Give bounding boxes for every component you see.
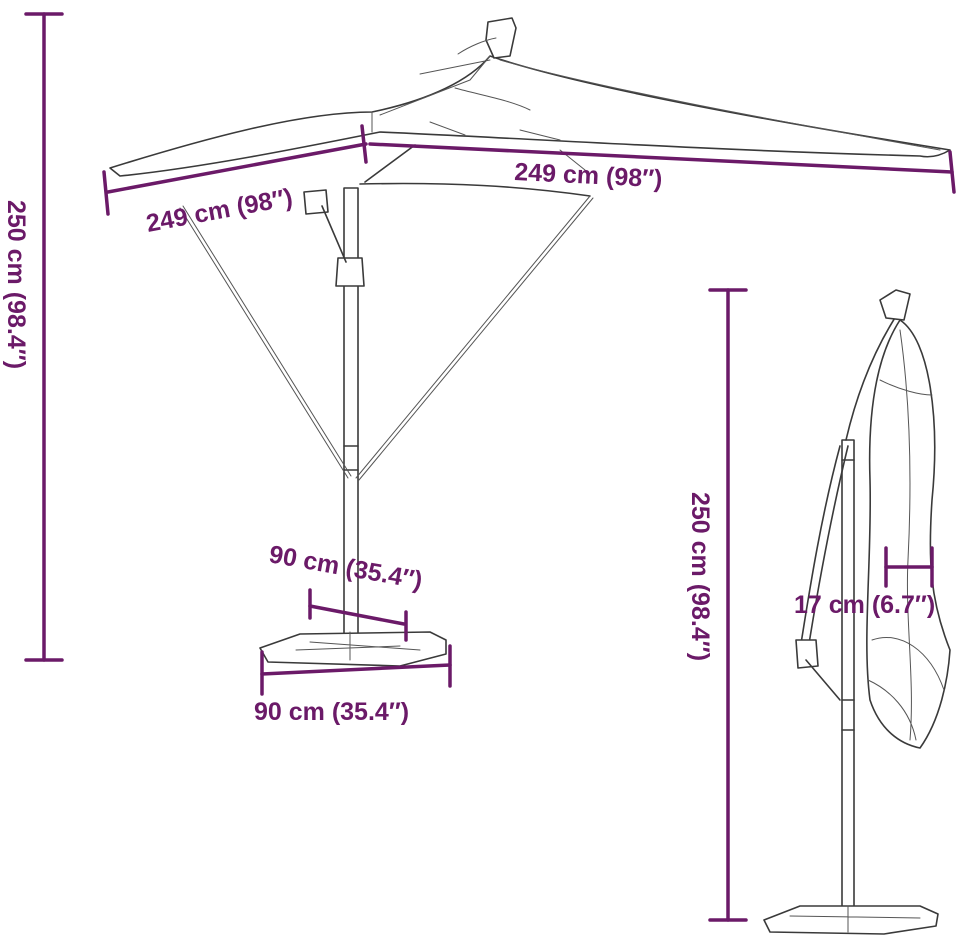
folded-umbrella-illustration: [763, 289, 951, 935]
support-rope-left: [179, 205, 352, 479]
total-height-right-label: 250 cm (98.4″): [686, 492, 714, 661]
folded-diameter-label: 17 cm (6.7″): [794, 591, 935, 619]
cross-base: [259, 631, 447, 667]
open-umbrella-illustration: [102, 17, 956, 696]
folded-pole: [841, 439, 855, 911]
hinge: [335, 257, 365, 287]
canopy-width-left-dimension: [106, 142, 368, 194]
folded-canopy: [866, 319, 951, 749]
canopy-width-left-label: 249 cm (98″): [144, 183, 295, 238]
support-arm: [359, 144, 591, 197]
support-rope-right: [355, 195, 594, 481]
folded-cross-base: [763, 905, 939, 935]
canopy-width-right-dimension: [368, 142, 954, 174]
base-width-label: 90 cm (35.4″): [254, 698, 409, 726]
total-height-left-label: 250 cm (98.4″): [2, 200, 30, 369]
folded-solar-panel: [879, 289, 911, 321]
base-width-dimension: [260, 663, 452, 676]
base-depth-dimension: [308, 604, 406, 626]
solar-panel: [485, 17, 517, 59]
canopy-width-right-label: 249 cm (98″): [514, 158, 663, 193]
